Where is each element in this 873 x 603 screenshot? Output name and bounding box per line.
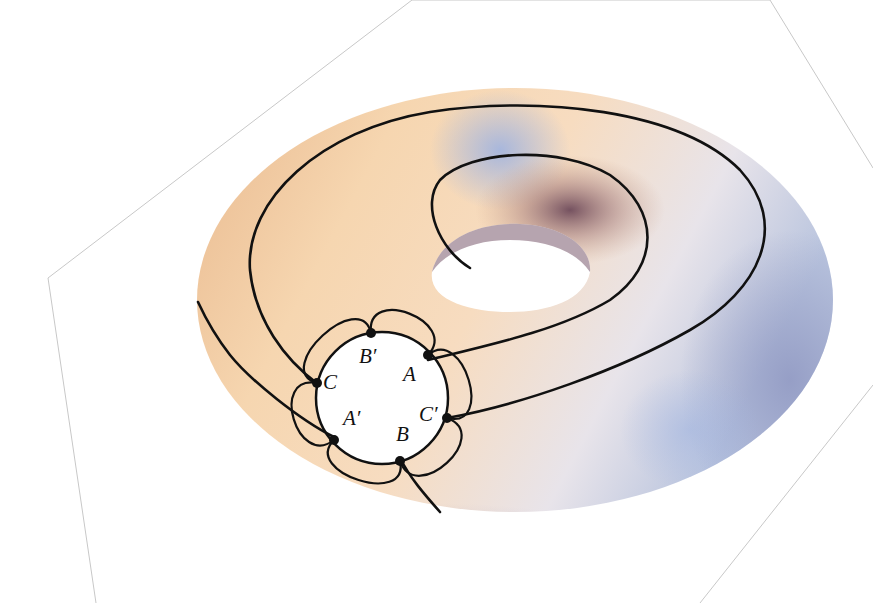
point-label: B′ [358,346,377,367]
boundary-point [329,435,339,445]
petal-loop [371,310,435,355]
point-label: C [322,372,338,393]
cut-disk [316,332,448,464]
torus [140,88,873,603]
boundary-point [395,456,405,466]
boundary-points [312,328,452,466]
point-label: B [395,424,410,445]
boundary-point [312,378,322,388]
petal-loops [292,310,472,483]
boundary-point [442,413,452,423]
petal-loop [328,440,401,483]
boundary-point [423,350,433,360]
point-label: A′ [342,408,361,429]
curves [198,105,765,512]
boundary-point [366,328,376,338]
point-label: A [402,364,417,385]
petal-loop [400,418,462,476]
point-label: C′ [418,404,439,425]
